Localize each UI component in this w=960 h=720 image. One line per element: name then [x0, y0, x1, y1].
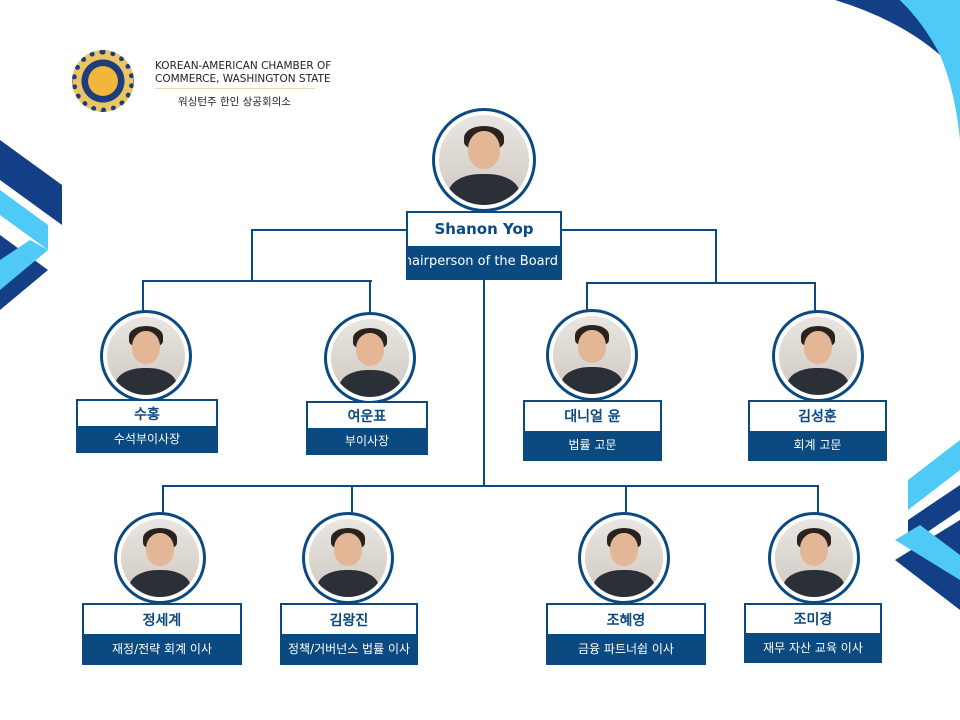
org-name-line2: COMMERCE, WASHINGTON STATE — [155, 73, 331, 85]
chair-photo — [432, 108, 536, 212]
member-title: 재무 자산 교육 이사 — [746, 633, 880, 661]
chair-title: Chairperson of the Board — [408, 245, 560, 278]
chair-name: Shanon Yop — [434, 220, 534, 239]
member-name: 조혜영 — [606, 612, 646, 629]
member-title: 수석부이사장 — [78, 426, 216, 451]
member-photo — [302, 512, 394, 604]
member-title: 회계 고문 — [750, 430, 885, 459]
member-name: 김왕진 — [329, 612, 369, 629]
member-title: 재정/전략 회계 이사 — [84, 634, 240, 663]
member-photo — [324, 312, 416, 404]
member-name: 대니얼 윤 — [564, 409, 621, 426]
org-name-line1: KOREAN-AMERICAN CHAMBER OF — [155, 60, 332, 72]
member-title: 법률 고문 — [525, 430, 660, 459]
member-name: 수홍 — [134, 406, 160, 423]
member-title: 금융 파트너쉽 이사 — [548, 634, 704, 663]
member-photo — [768, 512, 860, 604]
member-photo — [114, 512, 206, 604]
chamber-seal-logo — [72, 50, 134, 112]
member-name: 김성훈 — [798, 409, 837, 426]
member-photo — [546, 309, 638, 401]
member-name: 조미경 — [793, 612, 833, 628]
member-title: 부이사장 — [308, 428, 426, 453]
member-name: 여운표 — [347, 408, 387, 425]
chair-card: Shanon Yop Chairperson of the Board — [406, 211, 562, 280]
member-photo — [100, 310, 192, 402]
member-name: 정세계 — [142, 612, 182, 629]
member-photo — [578, 512, 670, 604]
org-name-ko: 워싱턴주 한인 상공회의소 — [178, 96, 291, 108]
member-title: 정책/거버넌스 법률 이사 — [282, 634, 416, 663]
member-photo — [772, 310, 864, 402]
divider — [155, 88, 315, 89]
org-name-en: KOREAN-AMERICAN CHAMBER OF COMMERCE, WAS… — [155, 60, 331, 86]
